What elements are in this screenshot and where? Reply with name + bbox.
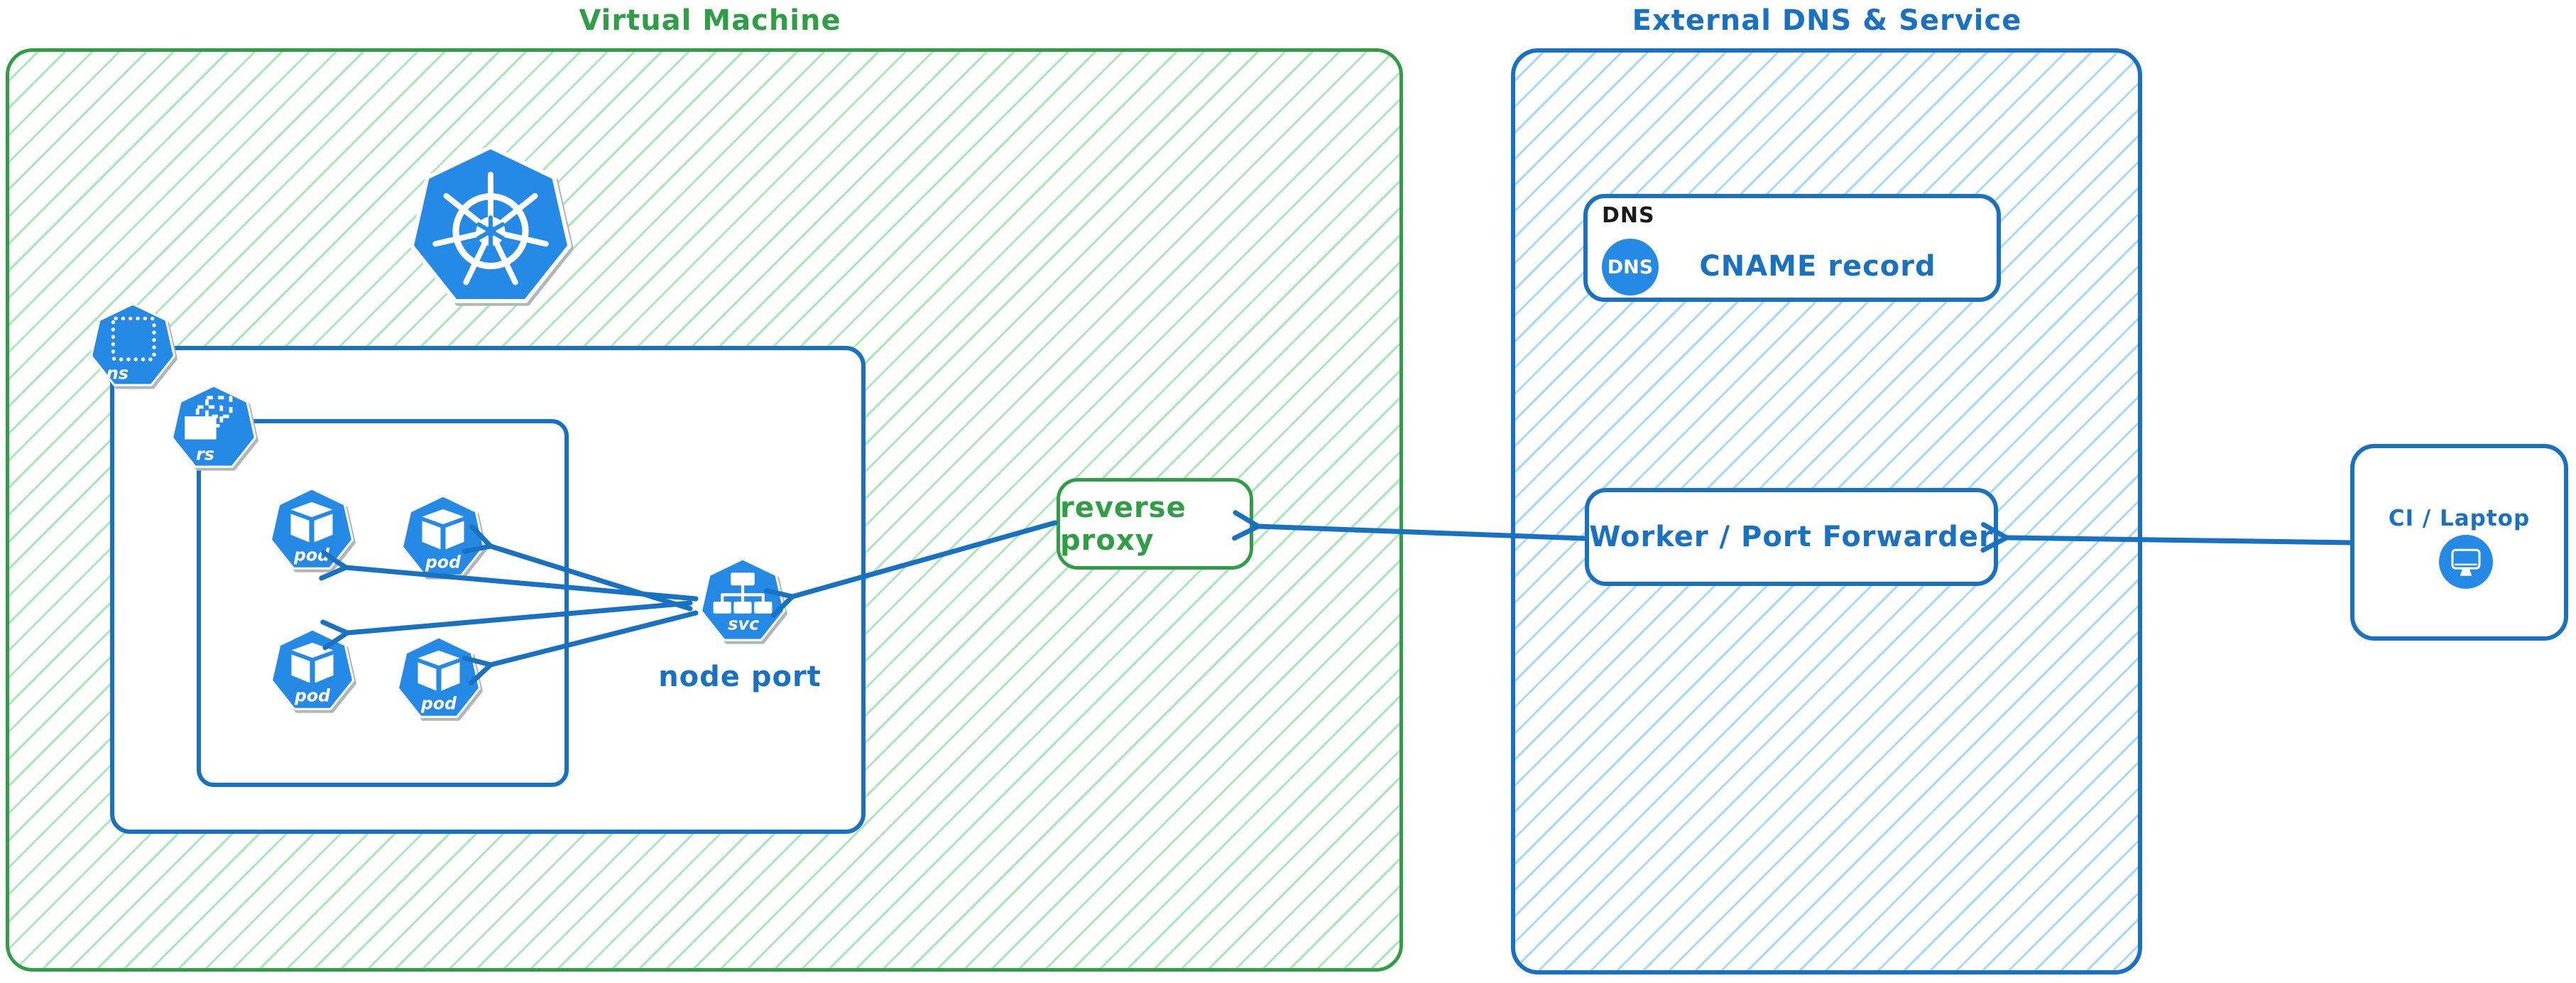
reverse-proxy-node: reverse proxy [1057, 478, 1253, 570]
pod-icon-2: pod [401, 494, 485, 580]
reverse-proxy-label: reverse proxy [1060, 491, 1186, 557]
worker-label: Worker / Port Forwarder [1589, 521, 1994, 553]
laptop-icon [2439, 535, 2493, 589]
node-port-label: node port [658, 661, 822, 693]
pod-label: pod [293, 545, 330, 565]
replicaset-icon: rs [171, 384, 256, 471]
virtual-machine-title: Virtual Machine [579, 4, 841, 37]
pod-icon-4: pod [397, 636, 481, 721]
pod-icon-1: pod [270, 487, 354, 572]
service-icon: svc [700, 558, 785, 644]
pod-label: pod [420, 693, 457, 713]
pod-icon-3: pod [271, 628, 354, 713]
dns-icon: DNS [1602, 239, 1659, 295]
namespace-icon-label: ns [107, 364, 129, 384]
dns-tag-label: DNS [1602, 203, 1655, 228]
replicaset-icon-label: rs [196, 444, 214, 464]
service-icon-label: svc [728, 614, 759, 634]
external-dns-title: External DNS & Service [1632, 4, 2022, 37]
namespace-icon: ns [90, 303, 175, 389]
pod-label: pod [294, 685, 331, 705]
worker-port-forwarder-node: Worker / Port Forwarder [1585, 488, 1998, 586]
dns-icon-label: DNS [1607, 256, 1654, 278]
kubernetes-icon [410, 145, 572, 309]
replicaset-box [197, 419, 569, 787]
cname-record-label: CNAME record [1699, 250, 1936, 283]
pod-label: pod [425, 552, 462, 572]
ci-laptop-label: CI / Laptop [2388, 506, 2531, 531]
